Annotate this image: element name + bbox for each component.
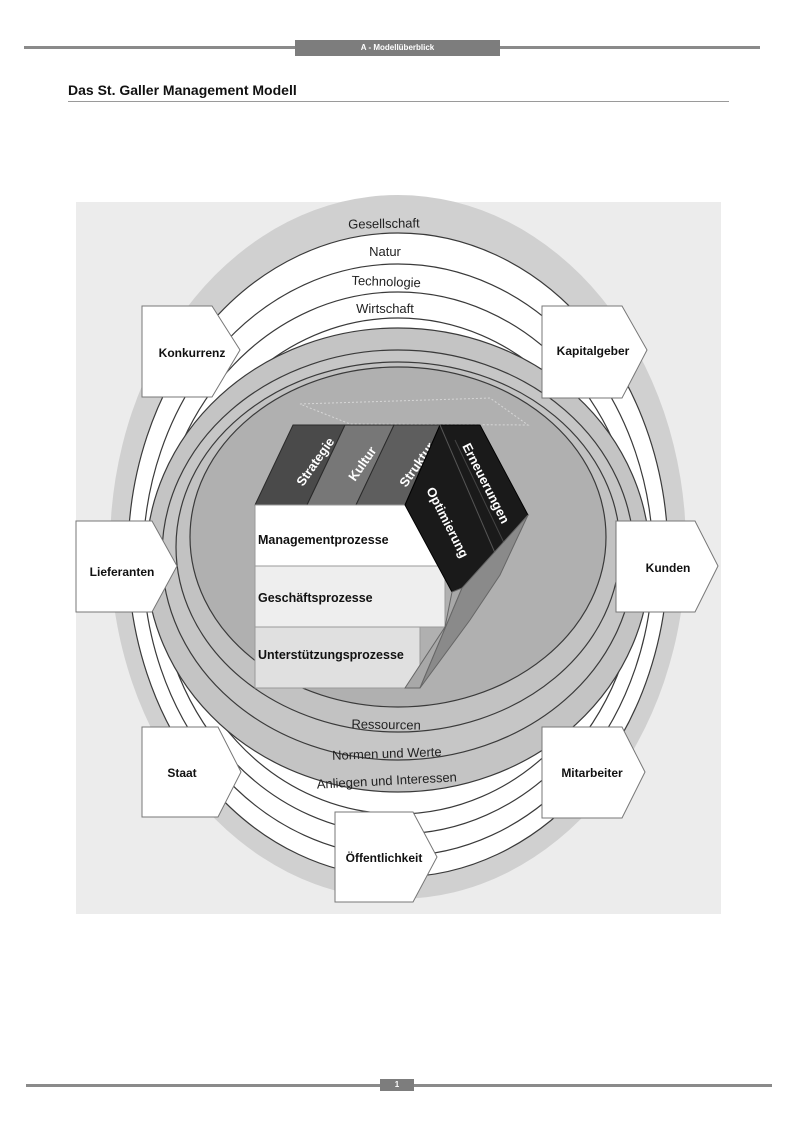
process-label-unterstuetzung: Unterstützungsprozesse [258, 648, 404, 662]
svg-text:Staat: Staat [167, 766, 196, 780]
stakeholder-mitarbeiter: Mitarbeiter [541, 726, 646, 819]
stakeholder-lieferanten: Lieferanten [75, 520, 178, 613]
svg-text:Lieferanten: Lieferanten [90, 565, 155, 579]
cube-top-face: Strategie Kultur Struktur [254, 424, 441, 506]
process-label-management: Managementprozesse [258, 533, 389, 547]
svg-text:Mitarbeiter: Mitarbeiter [561, 766, 623, 780]
ring-label-normen: Normen und Werte [332, 744, 442, 763]
process-label-geschaeft: Geschäftsprozesse [258, 591, 373, 605]
ring-label-gesellschaft: Gesellschaft [348, 215, 420, 231]
header-tab: A - Modellüberblick [295, 40, 500, 56]
page-number: 1 [380, 1079, 414, 1091]
ring-label-natur: Natur [369, 244, 401, 259]
ring-label-wirtschaft: Wirtschaft [356, 301, 414, 316]
cube-side-face: Erneuerungen Optimierung [404, 424, 529, 689]
svg-text:Öffentlichkeit: Öffentlichkeit [346, 850, 423, 865]
svg-text:Kunden: Kunden [646, 561, 691, 575]
cube-front-face: Managementprozesse Geschäftsprozesse Unt… [254, 504, 446, 689]
title-divider [68, 101, 729, 102]
stakeholder-staat: Staat [141, 726, 242, 818]
stakeholder-kunden: Kunden [615, 520, 719, 613]
stakeholder-konkurrenz: Konkurrenz [141, 305, 241, 398]
page-title: Das St. Galler Management Modell [68, 82, 297, 98]
svg-text:Kapitalgeber: Kapitalgeber [557, 344, 630, 358]
stakeholder-oeffentlichkeit: Öffentlichkeit [334, 811, 438, 903]
stakeholder-kapitalgeber: Kapitalgeber [541, 305, 648, 399]
cube-ghost-outline [299, 397, 530, 426]
ring-label-technologie: Technologie [351, 273, 421, 290]
ring-label-ressourcen: Ressourcen [351, 716, 421, 732]
svg-text:Konkurrenz: Konkurrenz [159, 346, 226, 360]
ring-label-anliegen: Anliegen und Interessen [316, 769, 457, 791]
